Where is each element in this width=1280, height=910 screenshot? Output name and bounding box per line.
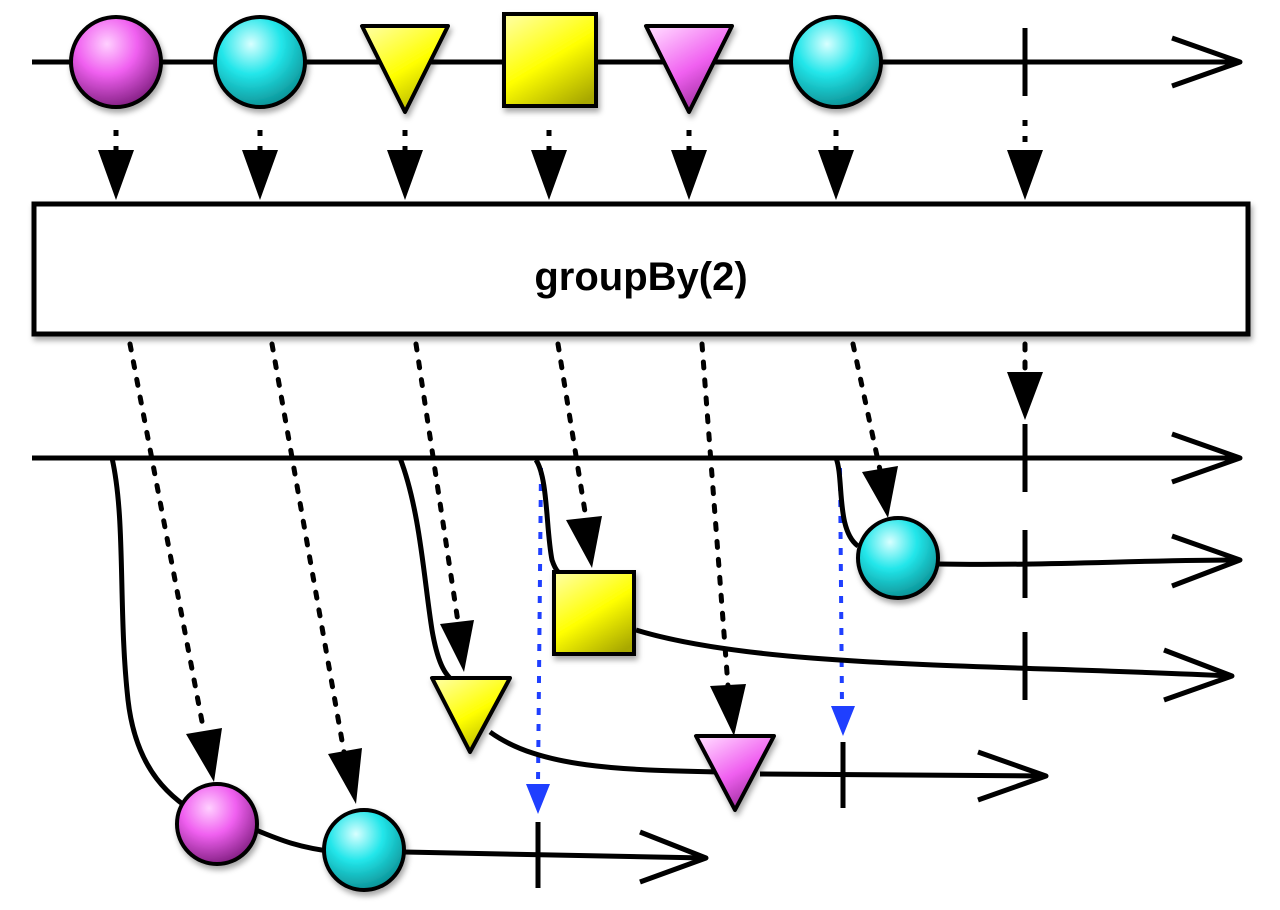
output-outer-timeline [32,424,1243,492]
completion-arrowheads [526,706,855,814]
source-marble-yellow-triangle [360,24,450,114]
input-arrowheads [98,150,1043,200]
emission-paths [127,341,1028,755]
group-triangle-marble-yellow [430,676,512,754]
group-square-timeline [533,458,1235,703]
operator-box: groupBy(2) [31,201,1251,337]
source-marble-cyan-circle [213,15,307,109]
group-circle2-timeline [833,457,1243,598]
input-arrows [113,120,1028,152]
source-marble-magenta-triangle [644,24,734,114]
operator-label: groupBy(2) [534,255,747,299]
source-marble-cyan-circle-2 [789,15,883,109]
group-circle-marble-cyan [322,808,406,892]
completion-propagation [536,467,844,785]
group-triangle-timeline [397,457,1049,808]
source-marble-yellow-square [502,12,598,108]
group-square-marble-yellow [552,570,636,656]
emission-arrowheads [186,372,1043,804]
group-triangle-marble-magenta [694,734,776,812]
source-marble-magenta-circle [69,15,163,109]
group-circle2-marble-cyan [856,516,940,600]
group-circle-marble-magenta [175,782,259,866]
